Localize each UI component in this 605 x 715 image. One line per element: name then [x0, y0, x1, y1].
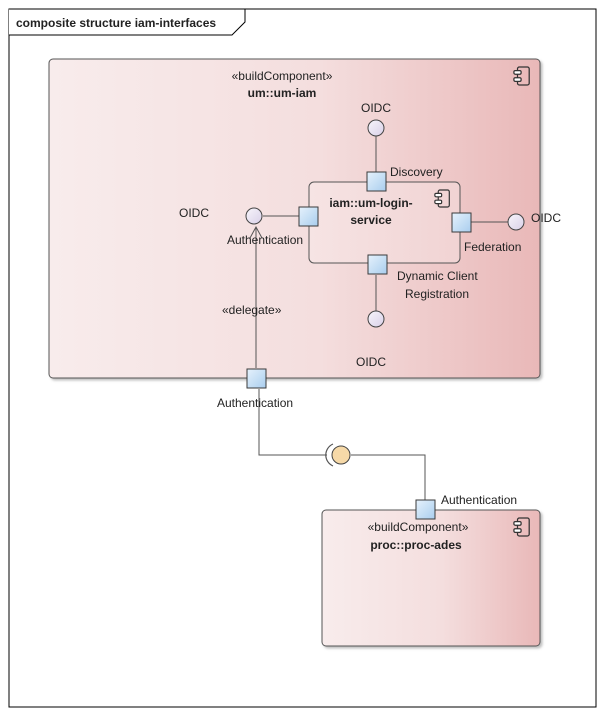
um-iam-name: um::um-iam [248, 86, 317, 100]
port-label-authentication-inner: Authentication [227, 233, 303, 247]
interface-label-oidc-top: OIDC [361, 101, 391, 115]
port-authentication-proc[interactable] [415, 499, 436, 520]
port-label-federation: Federation [464, 240, 521, 254]
interface-label-oidc-right: OIDC [531, 211, 561, 225]
frame-title: composite structure iam-interfaces [16, 16, 216, 30]
port-dynamic-client-registration[interactable] [367, 254, 388, 275]
connectors [249, 136, 508, 500]
um-iam-stereotype: «buildComponent» [232, 69, 333, 83]
socket-icon[interactable] [325, 443, 334, 467]
port-label-dynamic-client-line2: Registration [405, 287, 469, 301]
port-label-authentication-proc: Authentication [441, 493, 517, 507]
lollipop-icon[interactable] [245, 207, 263, 225]
port-authentication-outer[interactable] [246, 368, 267, 389]
lollipop-icon[interactable] [367, 119, 385, 137]
port-authentication-inner[interactable] [298, 206, 319, 227]
port-label-dynamic-client-line1: Dynamic Client [397, 269, 478, 283]
assembly-connector-left[interactable] [258, 389, 327, 456]
component-proc-ades[interactable]: «buildComponent» proc::proc-ades [321, 509, 541, 647]
component-login-service[interactable]: iam::um-login- service [308, 181, 461, 264]
lollipop-icon[interactable] [367, 310, 385, 328]
interface-label-oidc-left: OIDC [179, 206, 209, 220]
login-service-name-line2: service [350, 213, 392, 227]
lollipop-icon[interactable] [507, 213, 525, 231]
proc-ades-stereotype: «buildComponent» [368, 520, 469, 534]
frame-tab [9, 8, 246, 36]
proc-ades-name: proc::proc-ades [370, 538, 462, 552]
delegate-arrowhead [249, 225, 263, 239]
port-label-authentication-outer: Authentication [217, 396, 293, 410]
port-federation[interactable] [451, 212, 472, 233]
component-um-iam[interactable]: «buildComponent» um::um-iam [48, 58, 541, 379]
interface-label-oidc-bottom: OIDC [356, 355, 386, 369]
port-label-discovery: Discovery [390, 165, 443, 179]
port-discovery[interactable] [366, 171, 387, 192]
ball-icon[interactable] [331, 445, 351, 465]
assembly-connector-right[interactable] [351, 454, 426, 500]
delegate-label: «delegate» [222, 303, 282, 317]
login-service-name-line1: iam::um-login- [329, 196, 412, 210]
